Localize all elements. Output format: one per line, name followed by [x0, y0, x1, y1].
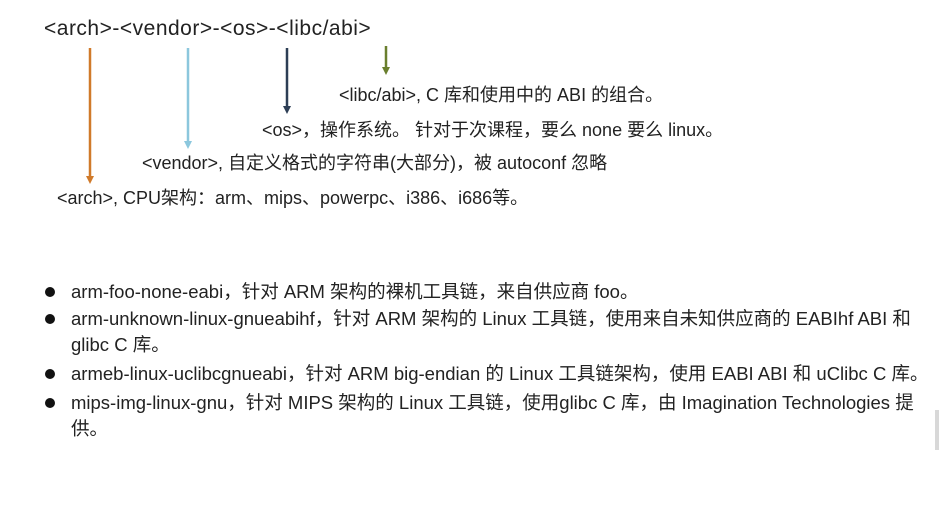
os-description: <os>，操作系统。 针对于次课程，要么 none 要么 linux。: [262, 120, 724, 140]
vendor-description: <vendor>, 自定义格式的字符串(大部分)，被 autoconf 忽略: [142, 153, 608, 173]
list-item: arm-foo-none-eabi，针对 ARM 架构的裸机工具链，来自供应商 …: [45, 279, 930, 305]
list-item-text: arm-unknown-linux-gnueabihf，针对 ARM 架构的 L…: [71, 308, 911, 355]
list-item-text: armeb-linux-uclibcgnueabi，针对 ARM big-end…: [71, 363, 929, 384]
list-item: armeb-linux-uclibcgnueabi，针对 ARM big-end…: [45, 361, 930, 387]
libc-abi-description: <libc/abi>, C 库和使用中的 ABI 的组合。: [339, 85, 664, 105]
scrollbar-edge[interactable]: [935, 410, 939, 450]
arch-description: <arch>, CPU架构：arm、mips、powerpc、i386、i686…: [57, 188, 529, 208]
list-item-text: arm-foo-none-eabi，针对 ARM 架构的裸机工具链，来自供应商 …: [71, 281, 639, 302]
list-item: mips-img-linux-gnu，针对 MIPS 架构的 Linux 工具链…: [45, 390, 930, 442]
bullet-dot-icon: [45, 314, 55, 324]
bullet-dot-icon: [45, 369, 55, 379]
list-item: arm-unknown-linux-gnueabihf，针对 ARM 架构的 L…: [45, 306, 930, 358]
list-item-text: mips-img-linux-gnu，针对 MIPS 架构的 Linux 工具链…: [71, 392, 914, 439]
toolchain-examples-list: arm-foo-none-eabi，针对 ARM 架构的裸机工具链，来自供应商 …: [45, 279, 930, 442]
bullet-dot-icon: [45, 287, 55, 297]
triplet-format: <arch>-<vendor>-<os>-<libc/abi>: [44, 17, 372, 40]
arrows-diagram: [86, 46, 390, 184]
bullet-dot-icon: [45, 398, 55, 408]
